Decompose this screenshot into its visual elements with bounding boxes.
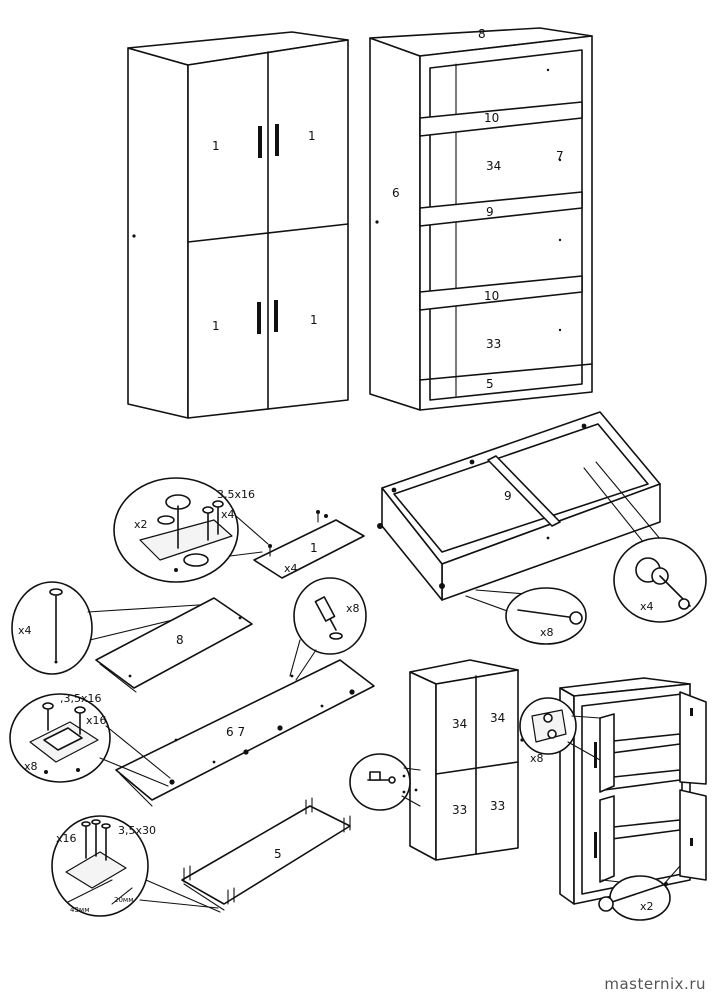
label-side-panel: 6 <box>392 186 400 200</box>
callout-hinge-screw-qty: x4 <box>221 508 235 521</box>
callout-foot-screw: 3,5x30 <box>118 824 156 837</box>
label-back-panel: 7 <box>556 149 564 163</box>
callout-hinge-qty: x2 <box>134 518 148 531</box>
callout-plate-qty: x8 <box>24 760 38 773</box>
callout-door-qty: x4 <box>284 562 298 575</box>
label-shelf-upper: 10 <box>484 111 499 125</box>
callout-foot-screw-qty: x16 <box>56 832 77 845</box>
label-shelf-middle: 9 <box>486 205 494 219</box>
label-top-panel-part: 8 <box>176 633 184 647</box>
callout-top-qty: x4 <box>18 624 32 637</box>
final-cabinet: x8 x2 <box>519 677 707 921</box>
callout-dim-20: 20мм <box>114 896 133 904</box>
callout-final-hinge-qty: x8 <box>530 752 544 765</box>
label-door-top-left: 1 <box>212 139 220 153</box>
label-door-bottom-right: 1 <box>310 313 318 327</box>
label-back-lower-right: 33 <box>490 799 505 813</box>
label-back-panel-upper: 34 <box>486 159 501 173</box>
carcass-frame: 9 x4 x8 <box>377 411 707 645</box>
label-frame-shelf: 9 <box>504 489 512 503</box>
back-panel-assembly: 34 34 33 33 <box>349 659 524 861</box>
label-back-lower-left: 33 <box>452 803 467 817</box>
label-door-panel: 1 <box>310 541 318 555</box>
top-panel-step: x4 8 <box>11 581 253 693</box>
callout-final-qty: x2 <box>640 900 654 913</box>
label-back-upper-right: 34 <box>490 711 505 725</box>
hinge-plate-detail: ,3,5x16 x16 x8 <box>9 692 171 787</box>
side-panel-step: x8 6 7 <box>115 577 375 807</box>
callout-plate-screw-qty: x16 <box>86 714 107 727</box>
callout-dim-43: 43мм <box>70 906 89 914</box>
label-door-bottom-left: 1 <box>212 319 220 333</box>
callout-dowel-qty: x8 <box>540 626 554 639</box>
label-bottom-panel-part: 5 <box>274 847 282 861</box>
label-bottom-panel: 5 <box>486 377 494 391</box>
hinge-install-step: x2 3,5x16 x4 1 x4 <box>113 477 365 583</box>
callout-cam-qty: x4 <box>640 600 654 613</box>
watermark: masternix.ru <box>604 975 706 993</box>
callout-plate-screw: ,3,5x16 <box>60 692 102 705</box>
label-side-panel-part: 6 7 <box>226 725 245 739</box>
open-bookcase: 8 6 10 34 7 9 10 33 5 <box>369 27 593 411</box>
bottom-panel-step: x16 3,5x30 43мм 20мм 5 <box>51 797 351 917</box>
label-top-panel: 8 <box>478 27 486 41</box>
closed-cabinet: 1 1 1 1 <box>127 31 349 419</box>
callout-hinge-screw: 3,5x16 <box>217 488 255 501</box>
label-back-upper-left: 34 <box>452 717 467 731</box>
label-back-panel-lower: 33 <box>486 337 501 351</box>
label-door-top-right: 1 <box>308 129 316 143</box>
callout-dowel-panel-qty: x8 <box>346 602 360 615</box>
label-shelf-lower: 10 <box>484 289 499 303</box>
